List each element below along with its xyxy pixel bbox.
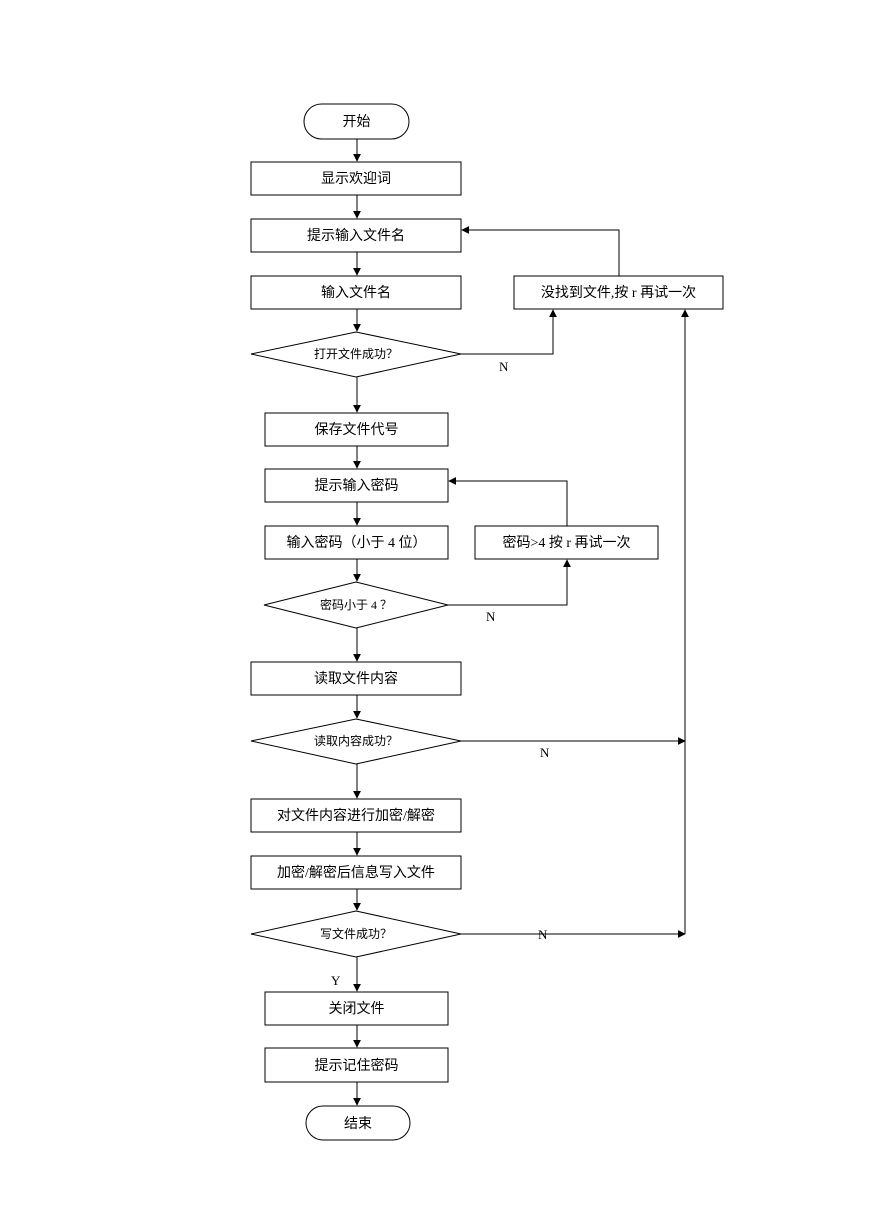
password-fail-loop (448, 477, 571, 606)
file-not-found-node: 没找到文件,按 r 再试一次 (513, 275, 724, 310)
show-welcome-node: 显示欢迎词 (250, 161, 462, 196)
edge-label-write-ok: Y (331, 973, 341, 988)
input-filename-node: 输入文件名 (250, 275, 462, 310)
svg-text:没找到文件,按 r 再试一次: 没找到文件,按 r 再试一次 (541, 285, 696, 301)
save-file-handle-node: 保存文件代号 (264, 412, 449, 447)
svg-text:打开文件成功？: 打开文件成功？ (314, 346, 398, 361)
arrow-not-found-to-prompt (461, 226, 620, 276)
prompt-filename-node: 提示输入文件名 (250, 218, 462, 253)
start-node: 开始 (303, 103, 410, 140)
read-file-content-node: 读取文件内容 (250, 661, 462, 696)
write-back-node: 加密/解密后信息写入文件 (250, 855, 462, 890)
arrow-retry-to-prompt-pw (448, 477, 568, 526)
open-fail-loop (461, 226, 620, 355)
password-check-decision: 密码小于 4 ？ (263, 581, 449, 629)
svg-text:提示输入文件名: 提示输入文件名 (307, 228, 405, 244)
svg-text:保存文件代号: 保存文件代号 (315, 422, 399, 438)
svg-text:显示欢迎词: 显示欢迎词 (321, 171, 391, 187)
end-node: 结束 (305, 1105, 411, 1141)
read-success-decision: 读取内容成功？ (250, 718, 462, 765)
write-success-decision: 写文件成功？ (250, 910, 462, 958)
edge-label-password-fail: N (486, 609, 496, 624)
svg-text:读取内容成功？: 读取内容成功？ (314, 733, 398, 748)
encrypt-decrypt-node: 对文件内容进行加密/解密 (250, 798, 462, 833)
svg-text:读取文件内容: 读取文件内容 (314, 670, 398, 687)
svg-text:输入密码（小于 4 位）: 输入密码（小于 4 位） (287, 534, 427, 551)
edge-label-write-fail: N (538, 927, 548, 942)
svg-text:提示输入密码: 提示输入密码 (315, 477, 399, 494)
svg-text:对文件内容进行加密/解密: 对文件内容进行加密/解密 (277, 807, 435, 824)
failure-return-line (461, 309, 689, 938)
input-password-node: 输入密码（小于 4 位） (264, 525, 449, 560)
prompt-password-node: 提示输入密码 (264, 468, 449, 503)
svg-text:关闭文件: 关闭文件 (329, 1001, 385, 1017)
svg-text:密码小于 4 ？: 密码小于 4 ？ (320, 597, 392, 612)
svg-text:密码>4 按 r 再试一次: 密码>4 按 r 再试一次 (502, 534, 630, 551)
svg-text:写文件成功？: 写文件成功？ (320, 926, 392, 941)
svg-text:输入文件名: 输入文件名 (321, 285, 391, 301)
open-file-success-decision: 打开文件成功？ (250, 331, 462, 378)
close-file-node: 关闭文件 (264, 991, 449, 1026)
password-too-long-node: 密码>4 按 r 再试一次 (474, 525, 659, 560)
svg-text:开始: 开始 (343, 114, 371, 130)
svg-text:提示记住密码: 提示记住密码 (315, 1057, 399, 1074)
edge-label-open-fail: N (499, 359, 509, 374)
svg-text:结束: 结束 (344, 1116, 372, 1132)
edge-label-read-fail: N (540, 745, 550, 760)
svg-text:加密/解密后信息写入文件: 加密/解密后信息写入文件 (277, 864, 435, 881)
remind-password-node: 提示记住密码 (264, 1047, 449, 1083)
arrow-pw-fail-to-retry (448, 559, 571, 606)
arrow-open-fail-to-not-found (461, 309, 557, 355)
